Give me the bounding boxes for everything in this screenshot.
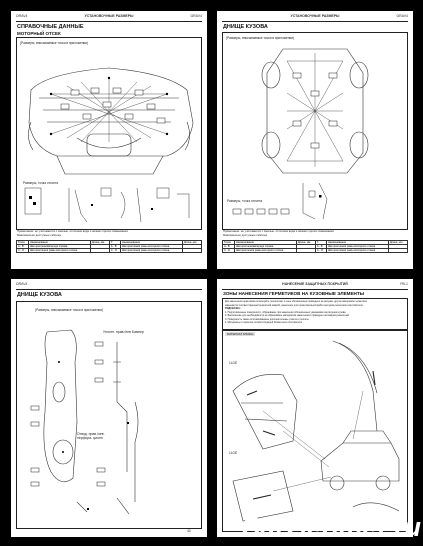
table-cell: Шаг крепления рамы моторного отсека bbox=[28, 248, 91, 253]
legend-label: МАТЕРИАЛ БЛИЖН bbox=[225, 332, 256, 336]
page-title: ДНИЩЕ КУЗОВА bbox=[17, 292, 62, 298]
diagram-frame: (Размеры, вписываемые точки в приложении… bbox=[16, 37, 202, 230]
note-line: 2. Выполнение для необходимости на образ… bbox=[225, 314, 350, 317]
site-watermark-logo: CarGeomet.ru bbox=[240, 512, 421, 542]
page-number: 43 bbox=[187, 529, 191, 533]
page-2-underbody: УСТАНОВОЧНЫЕ РАЗМЕРЫ ΩRAV4 ДНИЩЕ КУЗОВА … bbox=[217, 11, 413, 269]
notes-box: Для нанесения герметиков используйте тех… bbox=[222, 298, 408, 330]
page-header: ΩRAV4 bbox=[16, 282, 202, 290]
reference-label: Размеры, точка отсчета bbox=[227, 199, 263, 203]
page-header: ΩRAV4 УСТАНОВОЧНЫЕ РАЗМЕРЫ ΩRAV4 bbox=[16, 14, 202, 22]
diagram-frame: МАТЕРИАЛ БЛИЖН 1LGE 1LGE bbox=[222, 330, 408, 532]
note-line: Для нанесения герметиков используйте тех… bbox=[225, 300, 367, 303]
header-center: УСТАНОВОЧНЫЕ РАЗМЕРЫ bbox=[84, 14, 134, 18]
label-bottom: Отвод. прав./лев. перфора- ционн bbox=[77, 432, 105, 440]
table-cell: C - D bbox=[314, 248, 328, 253]
diagram-frame: (Размеры, вписываемые точки в приложении… bbox=[16, 301, 202, 529]
underbody-drawing bbox=[232, 48, 369, 220]
page-title: ЗОНЫ НАНЕСЕНИЯ ГЕРМЕТИКОВ НА КУЗОВНЫЕ ЭЛ… bbox=[223, 291, 365, 296]
header-right: ΩRAV4 bbox=[396, 14, 409, 18]
table-cell bbox=[181, 248, 203, 253]
footnote-2: Максимально доступные таблица bbox=[17, 233, 61, 237]
header-left: ΩRAV4 bbox=[16, 282, 28, 286]
note-line: ПОДСКАЗКА: bbox=[225, 307, 241, 310]
header-center: УСТАНОВОЧНЫЕ РАЗМЕРЫ bbox=[290, 14, 340, 18]
page-title: ДНИЩЕ КУЗОВА bbox=[223, 24, 268, 30]
table-cell bbox=[89, 248, 110, 253]
dimensions-table: Точка Наименование Длина, мм Т. Наименов… bbox=[222, 240, 409, 253]
header-right: ΩRAV4 bbox=[190, 14, 203, 18]
diagram-frame: (Размеры, вписываемые точки в приложении… bbox=[222, 32, 408, 230]
diagram-caption: (Размеры, вписываемые точки в приложении… bbox=[35, 308, 104, 312]
diagram-caption: (Размеры, вписываемые точки в приложении… bbox=[20, 41, 89, 45]
header-left: ΩRAV4 bbox=[16, 14, 28, 18]
table-row: C - D Шаг крепления рамы моторного отсек… bbox=[222, 248, 409, 253]
footnote-1: Примечание: не учитывается с эмалью, отл… bbox=[17, 229, 128, 233]
table-cell: C - D bbox=[222, 248, 235, 253]
body-sealant-drawing bbox=[232, 340, 400, 522]
note-line: 1. Подготовленные поверхности, образован… bbox=[225, 310, 347, 314]
engine-bay-drawing bbox=[24, 67, 194, 223]
footnote-1: Примечание: не учитывается с эмалью, отл… bbox=[223, 229, 334, 233]
callout-1: 1LGE bbox=[229, 361, 238, 365]
reference-label: Размеры, точка отсчета bbox=[23, 181, 59, 185]
note-line: 4. Материалы и герметик соответствующей … bbox=[225, 321, 303, 324]
page-header: УСТАНОВОЧНЫЕ РАЗМЕРЫ ΩRAV4 bbox=[222, 14, 408, 22]
table-cell: C - D bbox=[108, 248, 122, 253]
table-cell bbox=[295, 248, 316, 253]
header-right: РВ-1 bbox=[400, 282, 408, 286]
table-cell: Шаг крепления рамы моторного отсека bbox=[326, 248, 389, 253]
note-line: заменяются соответствующей ремонтной мар… bbox=[225, 303, 364, 307]
table-cell: Шаг крепления рамы моторного отсека bbox=[120, 248, 183, 253]
page-subtitle: МОТОРНЫЙ ОТСЕК bbox=[17, 31, 61, 36]
page-1-engine-bay: ΩRAV4 УСТАНОВОЧНЫЕ РАЗМЕРЫ ΩRAV4 СПРАВОЧ… bbox=[11, 11, 207, 269]
underbody-detail-drawing bbox=[30, 329, 139, 515]
page-3-underbody-detail: ΩRAV4 ДНИЩЕ КУЗОВА (Размеры, вписываемые… bbox=[11, 279, 207, 537]
header-center: НАНЕСЕНИЕ ЗАЩИТНЫХ ПОКРЫТИЙ bbox=[282, 282, 348, 286]
footnote-2: Максимально доступные таблица bbox=[223, 233, 267, 237]
note-line: 3. Поверхность также изготавливаемые доп… bbox=[225, 317, 310, 321]
table-header-row: Точка Наименование Длина, мм Т. Наименов… bbox=[222, 240, 409, 245]
table-cell: Шаг крепления рамы моторного отсека bbox=[234, 248, 297, 253]
page-header: НАНЕСЕНИЕ ЗАЩИТНЫХ ПОКРЫТИЙ РВ-1 bbox=[222, 282, 408, 290]
callout-2: 1LGE bbox=[229, 451, 238, 455]
label-top: Уплотн. прав./лев Бампер bbox=[103, 330, 144, 334]
dimensions-table: Точка Наименование Длина, мм Т. Наименов… bbox=[16, 240, 203, 253]
page-4-sealant-zones: НАНЕСЕНИЕ ЗАЩИТНЫХ ПОКРЫТИЙ РВ-1 ЗОНЫ НА… bbox=[217, 279, 413, 537]
table-cell bbox=[387, 248, 409, 253]
diagram-caption: (Размеры, вписываемые точки в приложении… bbox=[226, 36, 295, 40]
table-cell: C - D bbox=[16, 248, 29, 253]
page-title: СПРАВОЧНЫЕ ДАННЫЕ bbox=[17, 24, 84, 30]
table-row: C - D Шаг крепления рамы моторного отсек… bbox=[16, 248, 203, 253]
